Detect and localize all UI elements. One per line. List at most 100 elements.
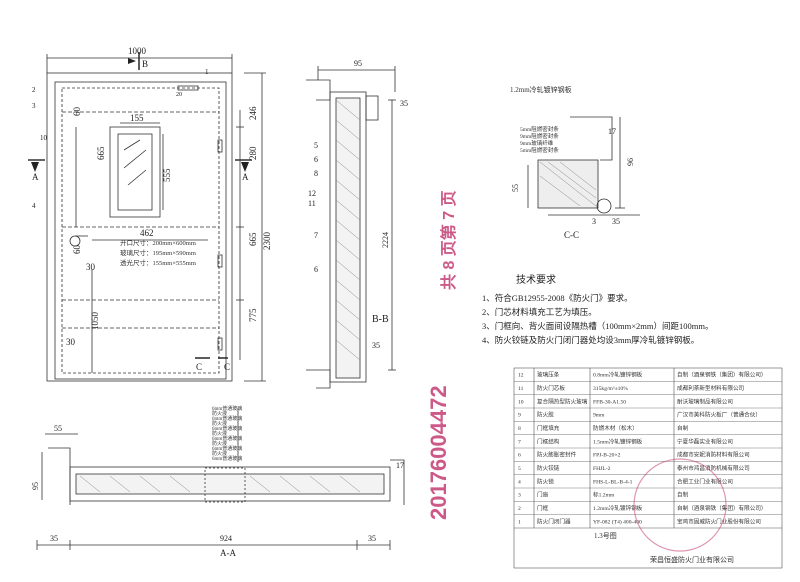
callout-1: 1	[205, 68, 209, 76]
table-cell-no: 7	[518, 439, 521, 445]
table-cell-spec: 0.8mm冷轧镀锌钢板	[593, 371, 643, 379]
dim-775: 775	[248, 308, 258, 322]
side-dim-2224: 2224	[381, 232, 390, 248]
side-section	[306, 66, 396, 389]
tech-item-3: 3、门框向、背火面间设隔热槽（100mm×2mm）间距100mm。	[482, 321, 713, 331]
side-label-6: 6	[314, 155, 318, 164]
side-label-7: 7	[314, 231, 318, 240]
table-cell-no: 1	[518, 519, 521, 525]
stamp-number: 20176004472	[426, 385, 451, 520]
tech-item-1: 1、符合GB12955-2008《防火门》要求。	[482, 293, 633, 303]
cc-dim-17: 17	[608, 127, 616, 136]
table-cell-no: 4	[518, 479, 521, 485]
aa-layer-3: 6mm普通玻璃	[212, 415, 242, 422]
dim-246: 246	[248, 106, 258, 120]
aa-dim-17: 17	[396, 461, 404, 470]
table-cell-name: 防火膨胀密封件	[537, 451, 577, 459]
table-cell-spec: FHJL-2	[593, 466, 611, 472]
table-cell-no: 10	[518, 399, 524, 405]
aa-layer-2: 防火液	[212, 410, 227, 417]
glass-note-2: 玻璃尺寸：195mm×590mm	[120, 248, 196, 257]
dim-665-left: 665	[96, 146, 106, 160]
aa-layer-6: 防火液	[212, 430, 227, 437]
aa-section	[36, 408, 405, 550]
section-mark-a-right: A	[242, 172, 249, 182]
table-cell-spec: 防燃木材（松木）	[593, 424, 638, 432]
aa-layer-9: 6mm普通玻璃	[212, 445, 242, 452]
dim-width-top: 1000	[128, 46, 147, 56]
dim-462: 462	[140, 228, 154, 238]
tech-item-2: 2、门芯材料填充工艺为填压。	[482, 307, 597, 317]
section-mark-a-left: A	[32, 172, 39, 182]
cc-plate-label: 1.2mm冷轧镀锌钢板	[510, 85, 572, 94]
side-dim-35b: 35	[400, 99, 408, 108]
table-company: 荣昌恒盛防火门业有限公司	[650, 555, 734, 564]
parts-table-row-lines	[514, 381, 782, 515]
cc-dim-35: 35	[612, 217, 620, 226]
aa-layer-11: 6mm普通玻璃	[212, 455, 242, 462]
aa-layer-7: 6mm普通玻璃	[212, 435, 242, 442]
table-cell-spec: 标1.2mm	[593, 491, 615, 499]
tech-title: 技术要求	[516, 273, 556, 286]
cc-dim-55: 55	[511, 184, 520, 192]
cc-layer-1: 5mm阻燃密封条	[520, 125, 559, 133]
glass-note-3: 透光尺寸：155mm×555mm	[120, 258, 196, 267]
table-cell-spec: 1.5mm冷轧镀锌钢板	[593, 437, 643, 445]
table-cell-no: 8	[518, 426, 521, 432]
aa-layer-4: 防火液	[212, 420, 227, 427]
cc-dim-96: 96	[626, 158, 635, 166]
table-cell-maker: 成都市安妮消防材料有限公司	[677, 451, 750, 459]
table-cell-maker: 宁夏华磊实业有限公司	[677, 437, 733, 445]
table-cell-spec: FPJ-B-20×2	[593, 453, 621, 459]
dim-280: 280	[248, 146, 258, 160]
table-cell-name: 门扇	[537, 491, 549, 499]
side-label-8: 8	[314, 169, 318, 178]
table-cell-name: 门框结构	[537, 437, 560, 445]
dim-665: 665	[248, 232, 258, 246]
cc-layer-3: 9mm玻璃纤维	[520, 139, 554, 147]
callout-10: 10	[40, 134, 48, 142]
table-cell-no: 6	[518, 453, 521, 459]
table-cell-name: 玻璃压条	[537, 371, 560, 379]
dim-60b: 60	[72, 245, 82, 255]
dim-555: 555	[162, 168, 172, 182]
aa-layer-5: 6mm普通玻璃	[212, 425, 242, 432]
dim-60: 60	[72, 107, 82, 117]
table-cell-maker: 自制	[677, 491, 689, 499]
dim-30: 30	[86, 262, 96, 272]
aa-dim-35: 35	[50, 534, 58, 543]
cc-section	[527, 116, 640, 216]
tech-item-4: 4、防火铰链及防火门闭门器处均设3mm厚冷轧镀锌钢板。	[482, 335, 699, 345]
table-cell-name: 复合隔热型防火玻璃	[537, 397, 588, 405]
table-cell-name: 防火门闭门器	[537, 517, 571, 525]
table-cell-no: 11	[518, 386, 524, 392]
table-cell-spec: 315kg/m³±10%	[593, 386, 628, 392]
table-cell-maker: 自制（酒泉钢铁（集团）有限公司）	[677, 371, 767, 379]
stamp-pages: 共 8 页第 7 页	[439, 190, 458, 290]
side-dim-35: 35	[372, 341, 380, 350]
aa-layer-1: 6mm普通玻璃	[212, 405, 242, 412]
aa-section-labels: 55 95 17 35 924 35 A-A 6mm普通玻璃 防火液 6mm普通…	[31, 405, 404, 558]
section-mark-c-left: C	[196, 362, 202, 372]
dim-20: 20	[176, 92, 182, 98]
side-section-labels: 95 2224 B-B 35 35 5 6 8 12 11 7 6	[308, 59, 408, 350]
glass-note-1: 开口尺寸：200mm×600mm	[120, 238, 196, 247]
table-cell-maker: 广汉市美科防火板厂（普通合伙）	[677, 411, 761, 419]
table-cell-spec: 9mm	[593, 413, 605, 419]
table-cell-no: 12	[518, 373, 524, 379]
aa-layer-8: 防火液	[212, 440, 227, 447]
table-cell-maker: 泰州市鸿昌消防机械有限公司	[677, 464, 750, 472]
side-section-title: B-B	[372, 314, 389, 325]
table-cell-name: 门框填充	[537, 424, 560, 432]
table-cell-no: 9	[518, 413, 521, 419]
callout-4: 4	[32, 202, 36, 210]
side-label-11: 11	[308, 199, 316, 208]
parts-table-footer: 1.3号图 荣昌恒盛防火门业有限公司	[594, 532, 734, 564]
aa-dim-924: 924	[220, 534, 232, 543]
callout-2: 2	[32, 86, 36, 94]
table-cell-maker: 自制	[677, 424, 689, 432]
table-cell-maker: 合肥工业门业有限公司	[677, 477, 733, 485]
table-cell-no: 5	[518, 466, 521, 472]
dim-155: 155	[130, 113, 144, 123]
